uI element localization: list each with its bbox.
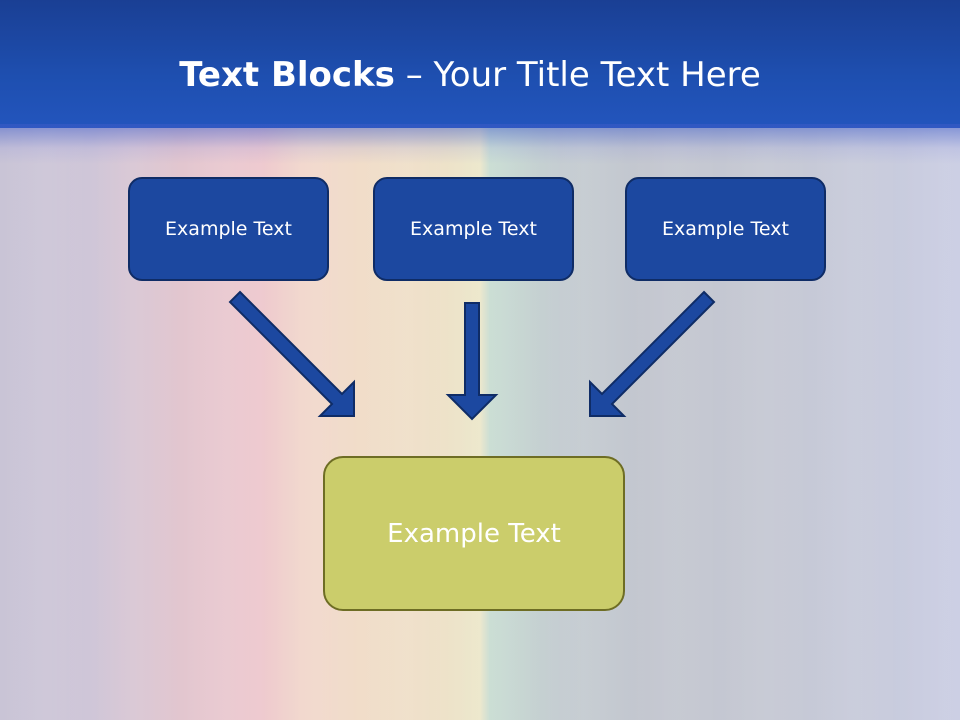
- slide-title-dash: –: [394, 55, 434, 95]
- source-box-left-label: Example Text: [165, 218, 292, 240]
- source-box-right-label: Example Text: [662, 218, 789, 240]
- source-box-center-label: Example Text: [410, 218, 537, 240]
- slide-title: Text Blocks – Your Title Text Here: [0, 52, 940, 98]
- target-box: Example Text: [323, 456, 625, 611]
- slide-title-bold: Text Blocks: [179, 55, 395, 95]
- arrow-left-to-target: [228, 290, 355, 417]
- arrow-right-to-target: [589, 290, 716, 417]
- source-box-center: Example Text: [373, 177, 574, 281]
- title-bar: [0, 0, 960, 128]
- title-bar-glow: [0, 124, 960, 164]
- source-box-left: Example Text: [128, 177, 329, 281]
- target-box-label: Example Text: [387, 518, 561, 549]
- slide-title-rest: Your Title Text Here: [433, 55, 761, 95]
- source-box-right: Example Text: [625, 177, 826, 281]
- arrow-center-to-target: [445, 302, 499, 421]
